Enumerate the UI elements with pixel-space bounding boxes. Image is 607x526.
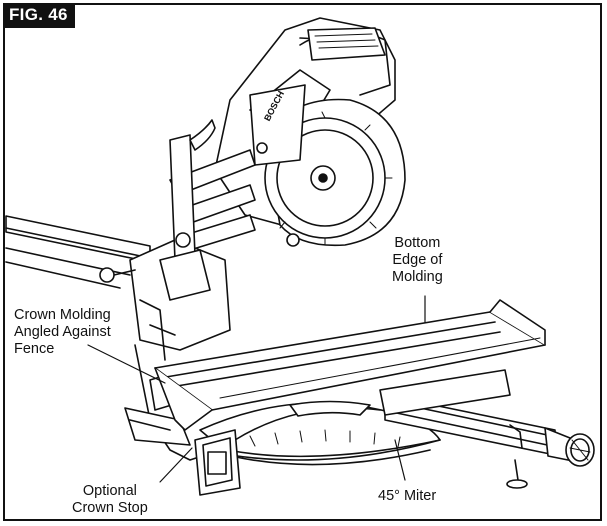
callout-crown-angled: Crown Molding Angled Against Fence [14, 307, 111, 357]
callout-miter: 45° Miter [378, 488, 437, 504]
leader-miter [394, 439, 406, 481]
blade-guard [249, 84, 406, 247]
figure-label: FIG. 46 [3, 3, 75, 28]
leader-crown-angled [87, 344, 166, 384]
leader-optional-stop [159, 447, 193, 483]
crown-stop [194, 429, 241, 496]
rear-rail [5, 215, 151, 289]
bevel-knob [99, 267, 136, 283]
callout-optional-stop: Optional Crown Stop [72, 483, 148, 516]
front-arm [384, 394, 595, 489]
slide-rails [159, 119, 256, 301]
leader-lines [87, 295, 426, 483]
crown-molding [154, 299, 546, 431]
callout-bottom-edge: Bottom Edge of Molding [392, 235, 443, 285]
